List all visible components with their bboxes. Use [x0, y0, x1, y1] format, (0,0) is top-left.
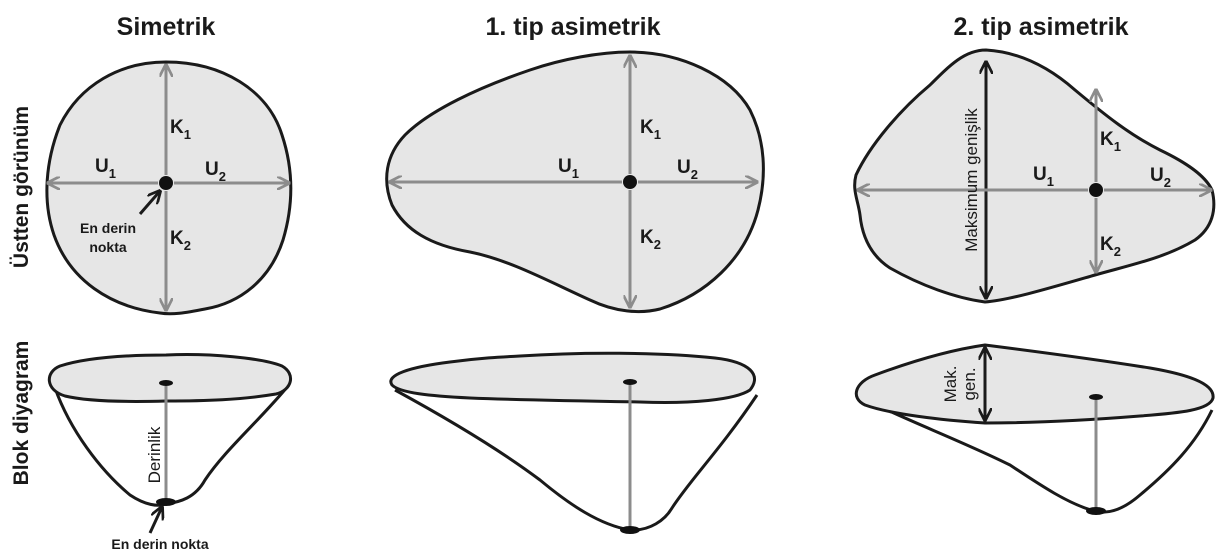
- column-title-type2-asymmetric: 2. tip asimetrik: [953, 13, 1128, 41]
- symmetric-deepest-point: [159, 176, 173, 190]
- symmetric-u1-label: U1: [95, 156, 116, 181]
- type1-k2-label: K2: [640, 227, 661, 252]
- type2-basin: [855, 393, 1214, 514]
- type1-basin: [394, 388, 759, 532]
- type1-bottom-point: [620, 526, 640, 534]
- type2-max-width-short-label-line1: Mak.: [941, 366, 960, 403]
- type1-k1-label: K1: [640, 117, 661, 142]
- symmetric-block-diagram: Derinlik En derin nokta: [47, 353, 292, 552]
- type2-k2-label: K2: [1100, 234, 1121, 259]
- type1-top-view: K1 K2 U1 U2: [385, 50, 765, 314]
- type1-deepest-point: [623, 175, 637, 189]
- column-title-symmetric: Simetrik: [117, 13, 216, 41]
- type2-surface-point: [1089, 394, 1103, 400]
- symmetric-k1-label: K1: [170, 117, 191, 142]
- type1-surface-point: [623, 379, 637, 385]
- symmetric-depth-label: Derinlik: [145, 426, 164, 483]
- deepest-point-label-line1: En derin: [80, 220, 136, 236]
- symmetric-top-view: K1 K2 U1 U2 En derin nokta: [45, 60, 293, 316]
- type2-top-view: K1 K2 U1 U2 Maksimum genişlik: [853, 48, 1216, 304]
- type2-block-diagram: Mak. gen.: [854, 343, 1215, 515]
- symmetric-basin: [53, 385, 290, 507]
- symmetric-bottom-point: [156, 498, 176, 506]
- type2-max-width-short-label-line2: gen.: [960, 367, 979, 400]
- type2-max-width-label: Maksimum genişlik: [962, 108, 981, 252]
- deepest-point-pointer-arrow: [138, 191, 160, 215]
- type1-u2-label: U2: [677, 157, 698, 182]
- symmetric-surface-point: [159, 380, 173, 386]
- type1-u1-label: U1: [558, 156, 579, 181]
- deepest-point-bottom-label: En derin nokta: [111, 536, 208, 552]
- type2-surface: [854, 343, 1215, 425]
- symmetric-k2-label: K2: [170, 228, 191, 253]
- type2-outline: [853, 48, 1216, 304]
- type2-deepest-point: [1089, 183, 1103, 197]
- deepest-point-label-line2: nokta: [89, 239, 127, 255]
- row-label-block-diagram: Blok diyagram: [10, 341, 33, 486]
- deepest-point-bottom-arrow: [148, 507, 162, 534]
- type2-u1-label: U1: [1033, 164, 1054, 189]
- type2-k1-label: K1: [1100, 129, 1121, 154]
- type1-surface: [389, 351, 756, 404]
- column-title-type1-asymmetric: 1. tip asimetrik: [485, 13, 660, 41]
- type2-bottom-point: [1086, 507, 1106, 515]
- symmetric-surface: [47, 353, 292, 403]
- type1-block-diagram: [389, 351, 759, 534]
- type2-u2-label: U2: [1150, 165, 1171, 190]
- symmetric-u2-label: U2: [205, 159, 226, 184]
- row-label-top-view: Üstten görünüm: [10, 106, 33, 268]
